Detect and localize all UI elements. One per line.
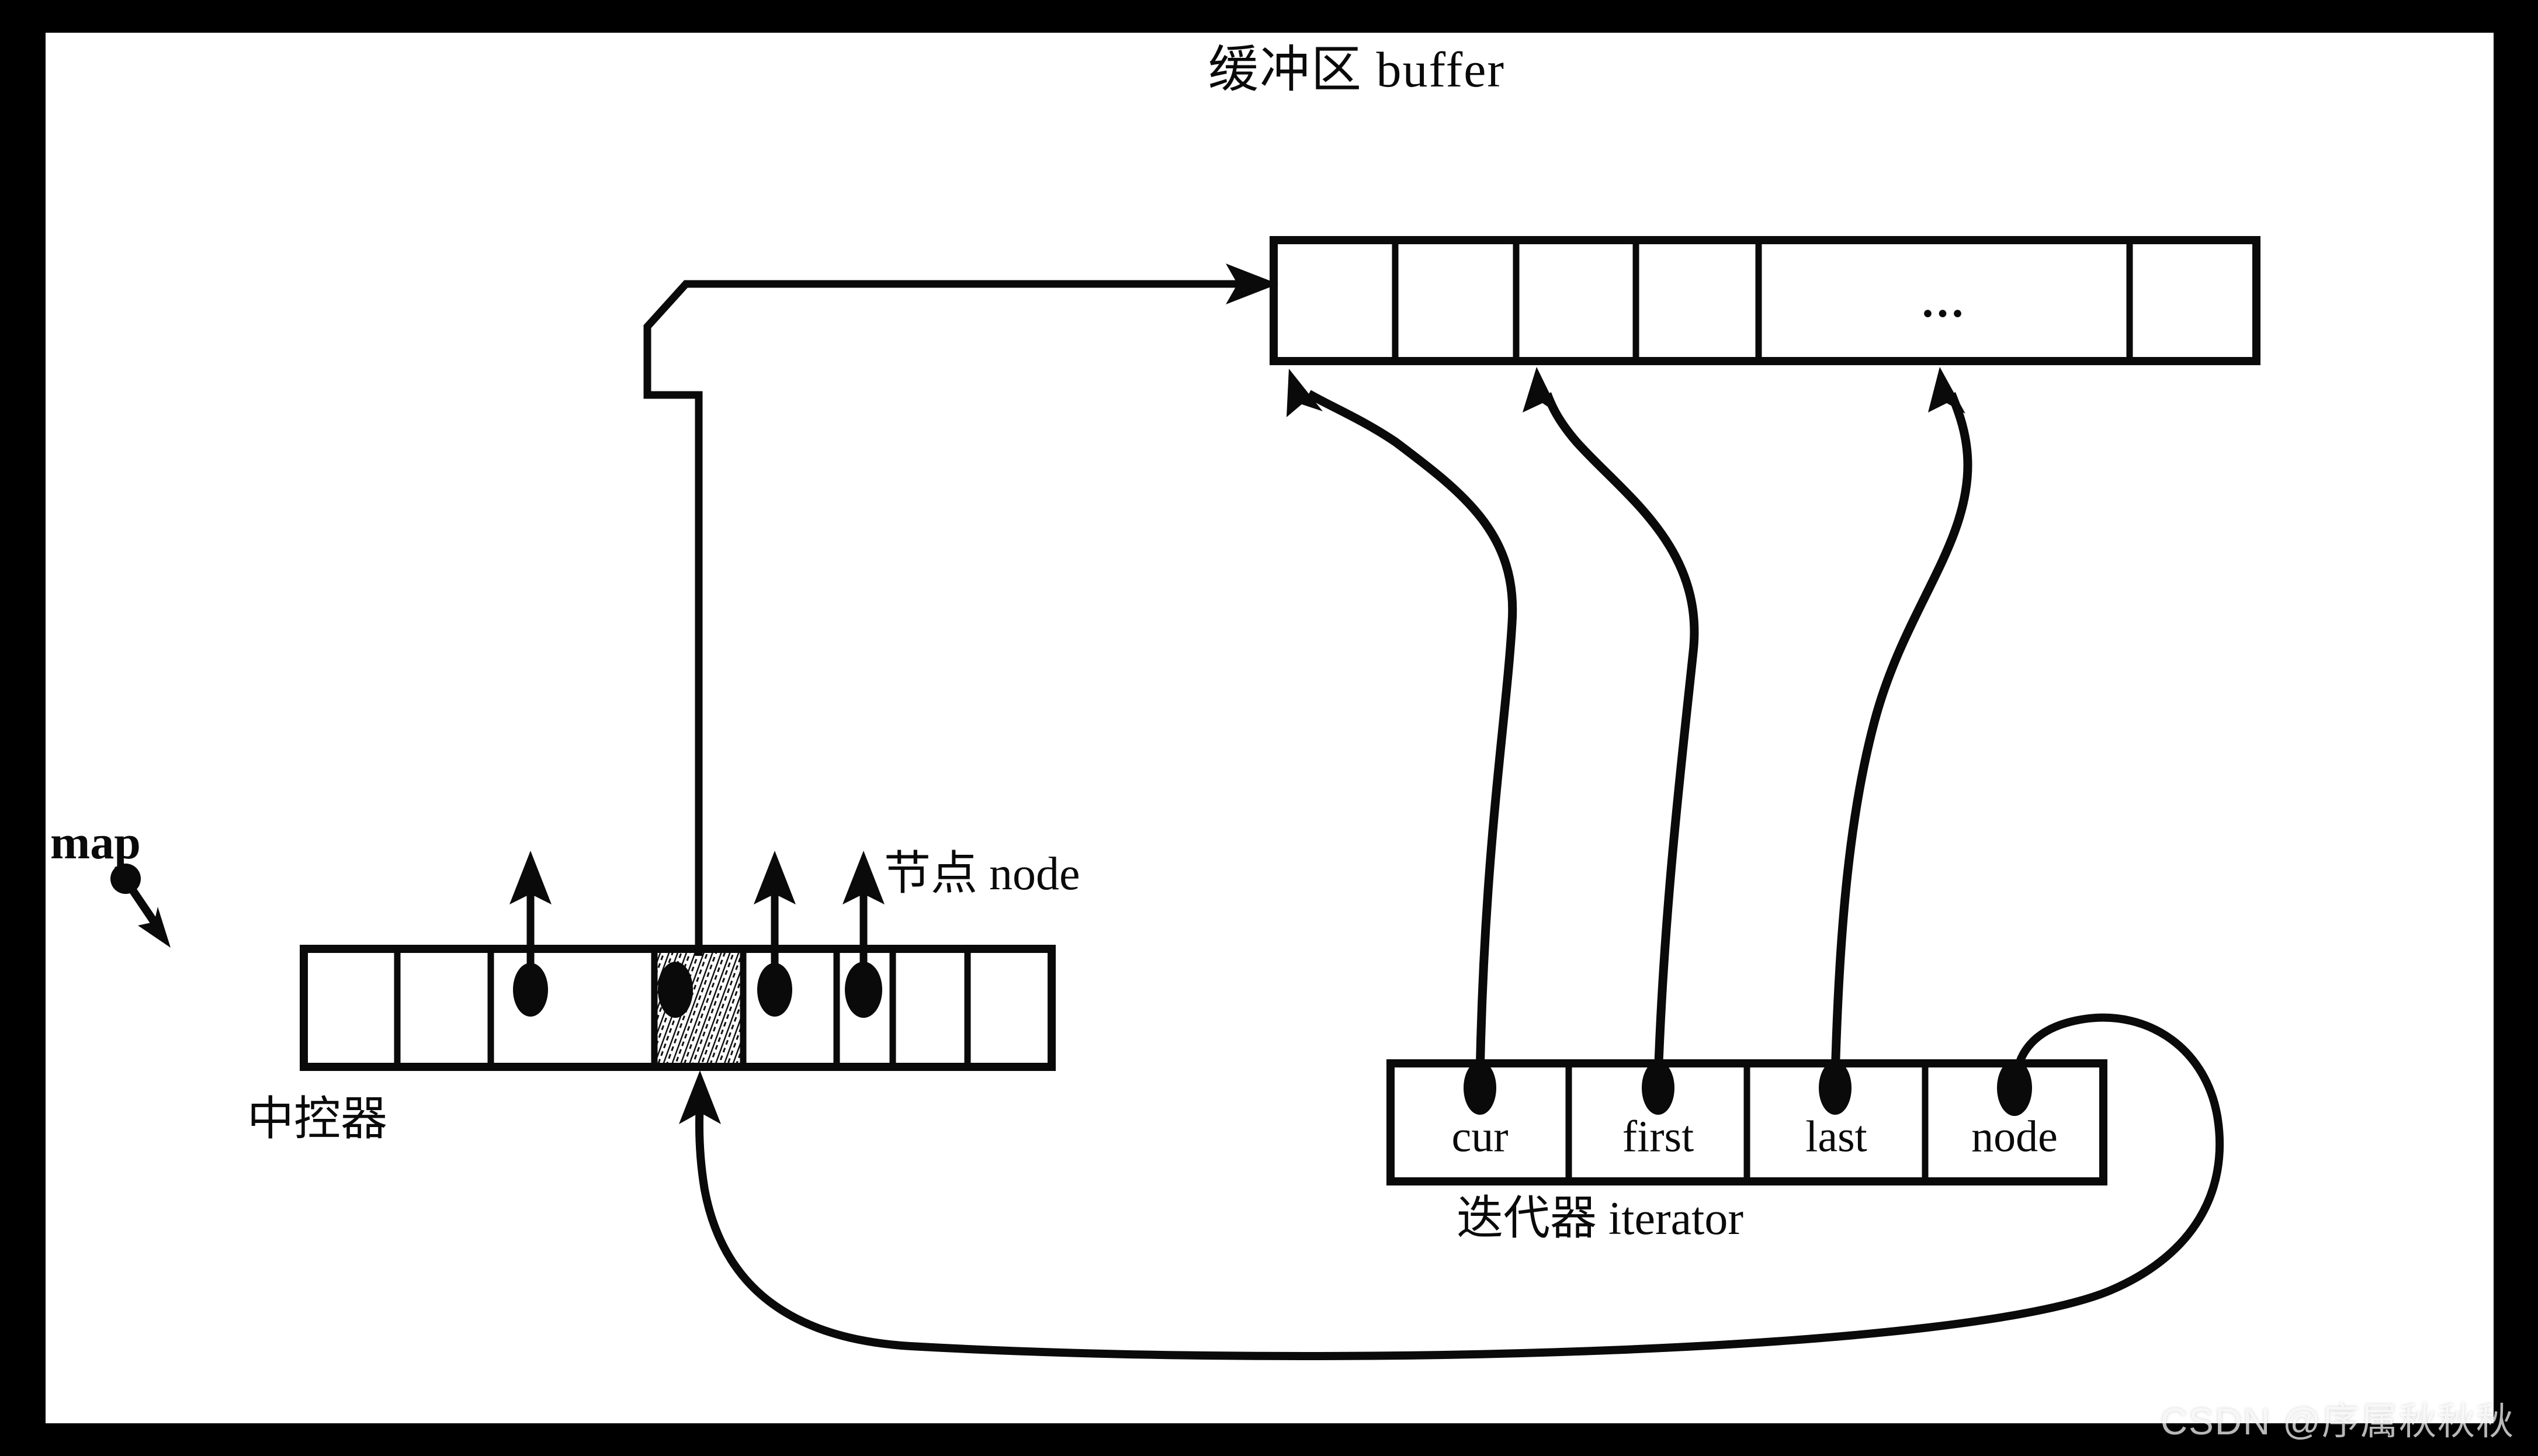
diagram-vector-layer (110, 236, 2260, 1360)
iterator-dot-cur (1464, 1061, 1496, 1115)
buffer-outline (1270, 236, 2260, 365)
connector-first-arrowhead (1523, 367, 1560, 415)
iterator-dot-last (1819, 1061, 1852, 1115)
buffer-title-label: 缓冲区 buffer (1208, 41, 1506, 98)
connector-cur-path (1306, 390, 1517, 1079)
connector-first-to-buffer (1523, 367, 1699, 1079)
map-arrow-head-5 (754, 851, 796, 904)
iterator-field-cur[interactable]: cur (1451, 1112, 1509, 1162)
map-array (300, 945, 1056, 1071)
connector-node-arrowhead (679, 1070, 721, 1124)
map-pointer-group (509, 851, 885, 1018)
map-arrow-head-6 (842, 851, 885, 904)
iterator-field-last[interactable]: last (1805, 1112, 1867, 1162)
map-label-arrow-shaft (129, 887, 165, 935)
map-cell-shaded (654, 953, 743, 1063)
map-outline (300, 945, 1056, 1071)
map-label-arrow-head (138, 907, 171, 948)
csdn-watermark: CSDN @序属秋秋秋 (2160, 1400, 2515, 1443)
iterator-field-node[interactable]: node (1971, 1112, 2058, 1162)
map-label-pointer (110, 864, 171, 948)
connector-first-path (1542, 392, 1699, 1079)
map-dot-cell-6 (845, 962, 882, 1018)
iterator-dot-first (1642, 1061, 1674, 1115)
connector-last-to-buffer (1830, 367, 1972, 1079)
buffer-array (1270, 236, 2260, 365)
connector-node-path (695, 1013, 2224, 1360)
node-title-label: 节点 node (884, 848, 1080, 900)
connector-last-path (1830, 392, 1972, 1079)
map-dot-cell-5 (757, 963, 792, 1017)
connector-cur-to-buffer (1287, 369, 1517, 1079)
iterator-dot-node (1997, 1060, 2032, 1116)
connector-last-arrowhead (1928, 367, 1965, 414)
map-dot-cell-3 (513, 963, 548, 1017)
connector-cur-arrowhead (1287, 369, 1323, 417)
connector-map-to-buffer-arrowhead (1226, 264, 1278, 304)
diagram-canvas: 缓冲区 buffer 节点 node 迭代器 iterator map 中控器 … (46, 33, 2494, 1423)
map-arrow-head-3 (509, 851, 552, 904)
iterator-title-label: 迭代器 iterator (1457, 1193, 1743, 1244)
buffer-ellipsis-text: ... (1922, 276, 1967, 327)
map-pointer-label: map (50, 816, 141, 869)
map-dot-cell-4 (658, 962, 693, 1018)
iterator-field-first[interactable]: first (1622, 1112, 1694, 1162)
central-controller-label: 中控器 (247, 1094, 387, 1145)
connector-node-to-map (679, 1013, 2224, 1360)
